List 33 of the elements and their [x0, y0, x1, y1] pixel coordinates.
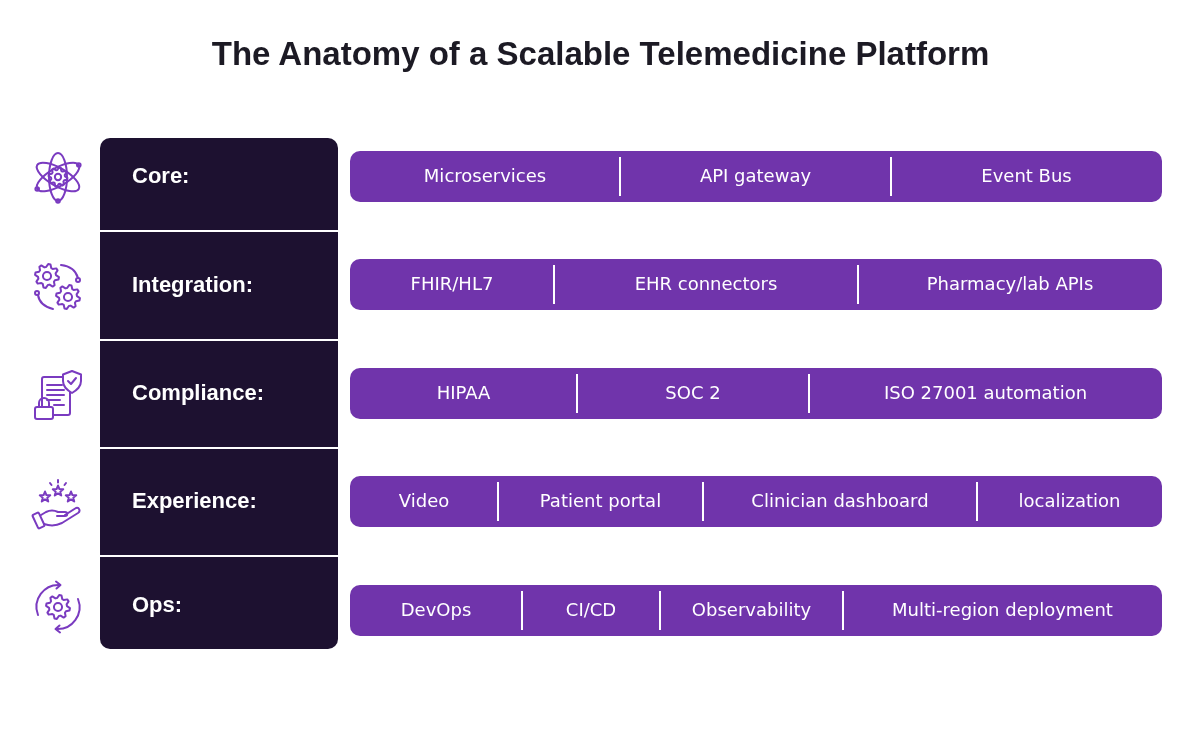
- component-label: API gateway: [699, 166, 812, 187]
- category-label: Integration:: [132, 272, 253, 298]
- category-label: Core:: [132, 163, 190, 189]
- component-label: Microservices: [423, 166, 547, 187]
- category-label: Ops:: [132, 592, 183, 618]
- component-label: Clinician dashboard: [751, 491, 929, 512]
- component-label: CI/CD: [565, 600, 617, 621]
- component-label: localization: [1018, 491, 1121, 512]
- component-label: Event Bus: [981, 166, 1072, 187]
- title: The Anatomy of a Scalable Telemedicine Platform: [211, 36, 990, 73]
- category-panel: [100, 557, 338, 649]
- component-label: FHIR/HL7: [410, 274, 494, 295]
- component-label: Patient portal: [539, 491, 662, 512]
- category-panel: [100, 449, 338, 555]
- component-label: Observability: [691, 600, 812, 621]
- component-label: ISO 27001 automation: [883, 383, 1088, 404]
- component-label: SOC 2: [665, 383, 721, 404]
- component-label: Multi-region deployment: [892, 600, 1113, 621]
- component-bar: [350, 368, 1162, 419]
- component-label: Video: [398, 491, 450, 512]
- component-label: DevOps: [400, 600, 472, 621]
- component-label: HIPAA: [436, 383, 491, 404]
- category-panel: [100, 341, 338, 447]
- category-panel: [100, 232, 338, 339]
- component-bar: [350, 259, 1162, 310]
- category-label: Compliance:: [132, 380, 265, 406]
- component-bar: [350, 476, 1162, 527]
- component-label: EHR connectors: [634, 274, 778, 295]
- category-label: Experience:: [132, 488, 257, 514]
- component-bar: [350, 151, 1162, 202]
- component-label: Pharmacy/lab APIs: [926, 274, 1094, 295]
- component-bar: [350, 585, 1162, 636]
- category-panel: [100, 138, 338, 230]
